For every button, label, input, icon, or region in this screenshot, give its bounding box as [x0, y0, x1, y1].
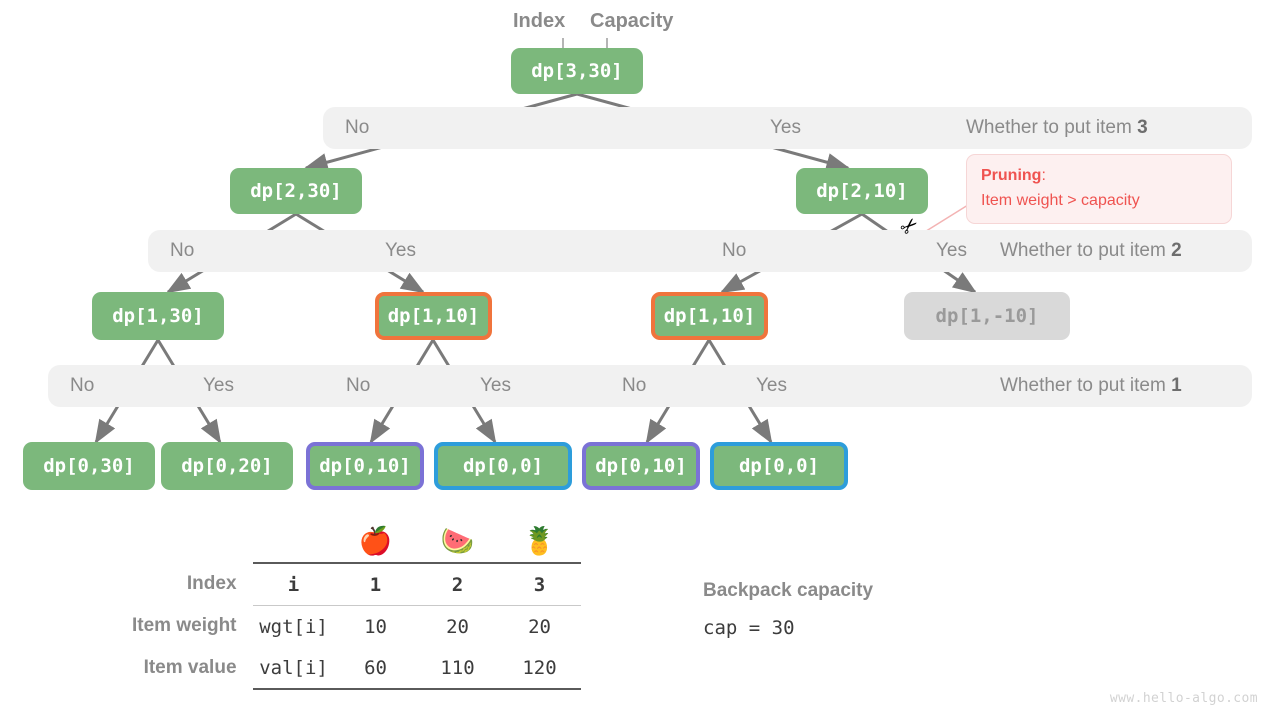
pruning-heading: Pruning: — [981, 164, 1217, 189]
value-value-3: 120 — [498, 647, 581, 690]
decision-band-item3 — [323, 107, 1252, 149]
band3-question-item: 3 — [1137, 117, 1148, 138]
band1-choice-no-2: No — [346, 375, 371, 396]
band3-choice-no: No — [345, 117, 370, 138]
table-emoji-row: 🍎 🍉 🍍 — [132, 520, 581, 563]
band1-question: Whether to put item 1 — [1000, 365, 1182, 407]
band2-question-item: 2 — [1171, 240, 1182, 261]
value-value-2: 110 — [416, 647, 499, 690]
table-row-index: Index i 1 2 3 — [132, 562, 581, 606]
band2-choice-no-1: No — [170, 240, 195, 261]
tree-node-dp-1-30[interactable]: dp[1,30] — [92, 292, 224, 340]
band1-choice-yes-1: Yes — [203, 375, 234, 396]
weight-value-3: 20 — [498, 605, 581, 647]
value-value-1: 60 — [334, 647, 417, 690]
tree-leaf-dp-0-10-right[interactable]: dp[0,10] — [582, 442, 700, 490]
band3-choice-yes: Yes — [770, 117, 801, 138]
index-value-1: 1 — [334, 562, 417, 606]
tree-node-dp-1-10-left[interactable]: dp[1,10] — [375, 292, 492, 340]
band2-question-text: Whether to put item — [1000, 240, 1172, 261]
row-label-index: Index — [186, 573, 237, 595]
band3-question-text: Whether to put item — [966, 117, 1138, 138]
band2-question: Whether to put item 2 — [1000, 230, 1182, 272]
band1-question-item: 1 — [1171, 375, 1182, 396]
row-key-weight: wgt[i] — [252, 605, 335, 647]
tree-node-dp-2-10[interactable]: dp[2,10] — [796, 168, 928, 214]
band1-choice-yes-2: Yes — [480, 375, 511, 396]
watermark: www.hello-algo.com — [1109, 691, 1258, 706]
decision-band-item1 — [48, 365, 1252, 407]
tree-node-dp-2-30[interactable]: dp[2,30] — [230, 168, 362, 214]
tree-leaf-dp-0-20[interactable]: dp[0,20] — [161, 442, 293, 490]
weight-value-1: 10 — [334, 605, 417, 647]
band1-question-text: Whether to put item — [1000, 375, 1172, 396]
table-row-weight: Item weight wgt[i] 10 20 20 — [132, 605, 581, 647]
row-key-index: i — [252, 562, 335, 606]
tree-leaf-dp-0-10-left[interactable]: dp[0,10] — [306, 442, 424, 490]
index-value-3: 3 — [498, 562, 581, 606]
emoji-row-spacer — [132, 520, 253, 563]
band1-choice-yes-3: Yes — [756, 375, 787, 396]
pruning-detail: Item weight > capacity — [981, 191, 1140, 209]
item-emoji-apple: 🍎 — [358, 525, 393, 557]
tree-leaf-dp-0-0-left[interactable]: dp[0,0] — [434, 442, 572, 490]
table-row-value: Item value val[i] 60 110 120 — [132, 647, 581, 690]
row-label-value: Item value — [143, 657, 237, 678]
item-emoji-pineapple: 🍍 — [522, 525, 557, 557]
band1-choice-no-3: No — [622, 375, 647, 396]
tree-leaf-dp-0-30[interactable]: dp[0,30] — [23, 442, 155, 490]
pruning-callout: Pruning: Item weight > capacity — [966, 154, 1232, 224]
tree-node-dp-1-10-right[interactable]: dp[1,10] — [651, 292, 768, 340]
items-table: 🍎 🍉 🍍 Index i 1 2 3 Item weight wgt[i] 1… — [132, 520, 581, 690]
row-key-value: val[i] — [252, 647, 335, 690]
tree-node-root[interactable]: dp[3,30] — [511, 48, 643, 94]
capacity-annotation-label: Capacity — [590, 10, 674, 32]
tree-leaf-dp-0-0-right[interactable]: dp[0,0] — [710, 442, 848, 490]
index-value-2: 2 — [416, 562, 499, 606]
emoji-row-keyspacer — [253, 520, 335, 563]
backpack-capacity-title: Backpack capacity — [703, 580, 874, 601]
pruning-heading-colon: : — [1041, 167, 1046, 184]
band1-choice-no-1: No — [70, 375, 95, 396]
index-annotation-label: Index — [513, 10, 566, 32]
band2-choice-yes-2: Yes — [936, 240, 967, 261]
item-emoji-watermelon: 🍉 — [440, 525, 475, 557]
decision-band-item2 — [148, 230, 1252, 272]
pruning-heading-text: Pruning — [981, 167, 1042, 184]
weight-value-2: 20 — [416, 605, 499, 647]
band3-question: Whether to put item 3 — [966, 107, 1148, 149]
band2-choice-no-2: No — [722, 240, 747, 261]
row-label-weight: Item weight — [132, 615, 237, 637]
backpack-capacity-value: cap = 30 — [703, 617, 795, 639]
band2-choice-yes-1: Yes — [385, 240, 416, 261]
tree-node-dp-1-minus10-pruned[interactable]: dp[1,-10] — [904, 292, 1070, 340]
